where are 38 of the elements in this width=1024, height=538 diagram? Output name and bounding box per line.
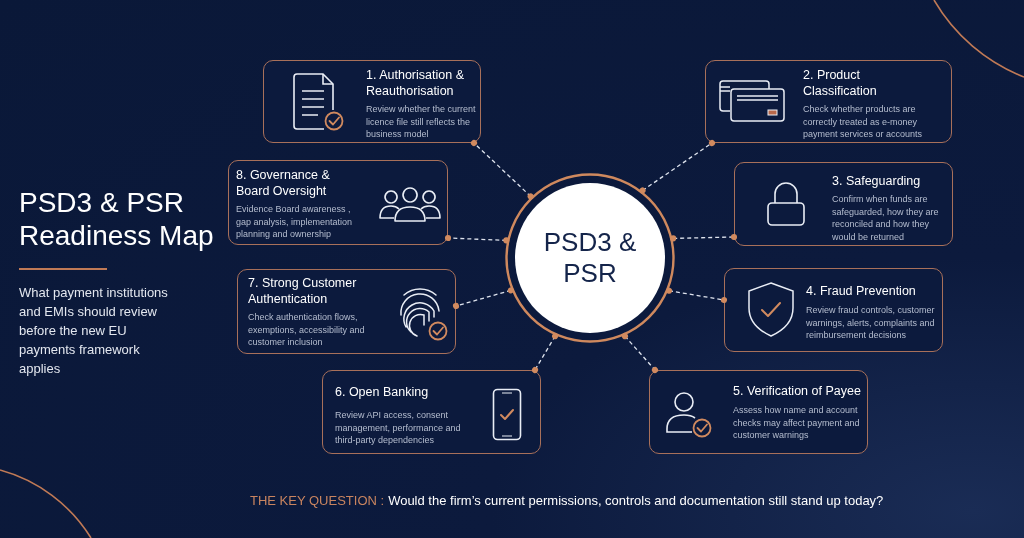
connector xyxy=(639,139,716,194)
topic-card xyxy=(649,370,868,454)
card-heading: 6. Open Banking xyxy=(335,384,430,400)
key-question-text: Would the firm’s current permissions, controls and documentation still stand up today? xyxy=(388,492,884,510)
topic-card xyxy=(322,370,541,454)
connector xyxy=(621,333,659,374)
hub-circle xyxy=(505,173,675,343)
topic-card xyxy=(237,269,456,354)
connector xyxy=(670,233,738,242)
key-question-label: THE KEY QUESTION : xyxy=(250,492,385,510)
card-description: Review fraud controls, customer warnings, alerts, complaints and reimbursement decisions xyxy=(806,304,936,342)
title: PSD3 & PSR Readiness Map xyxy=(19,186,215,252)
topic-card xyxy=(734,162,953,246)
card-heading: 4. Fraud Prevention xyxy=(806,283,917,299)
card-heading: 7. Strong Customer Authentication xyxy=(248,275,358,307)
topic-card xyxy=(228,160,448,245)
hub-label: PSD3 & PSR xyxy=(542,227,638,289)
connector xyxy=(452,287,514,310)
card-heading: 2. Product Classification xyxy=(803,67,878,99)
card-heading: 3. Safeguarding xyxy=(832,173,922,189)
card-description: Evidence Board awareness , gap analysis, implementation planning and ownership xyxy=(236,203,354,241)
connector xyxy=(665,287,728,304)
connector xyxy=(470,139,534,200)
card-description: Review whether the current licence file still reflects the business model xyxy=(366,103,477,141)
topic-card xyxy=(724,268,943,352)
card-heading: 8. Governance & Board Oversight xyxy=(236,167,331,199)
topic-card xyxy=(263,60,481,143)
connector xyxy=(531,333,559,374)
card-heading: 5. Verification of Payee xyxy=(733,383,862,399)
card-description: Confirm when funds are safeguarded, how they are reconciled and how they would be returned xyxy=(832,193,940,243)
topic-card xyxy=(705,60,952,143)
card-description: Check whether products are correctly treated as e-money payment services or accounts xyxy=(803,103,924,141)
card-heading: 1. Authorisation & Reauthorisation xyxy=(366,67,465,99)
connector xyxy=(444,234,510,244)
subtitle: What payment institutions and EMIs should review before the new EU payments framework applies xyxy=(19,284,169,378)
card-description: Review API access, consent management, performance and third-party dependencies xyxy=(335,409,462,447)
card-description: Check authentication flows, exemptions, accessibility and customer inclusion xyxy=(248,311,366,349)
card-description: Assess how name and account checks may affect payment and customer warnings xyxy=(733,404,861,442)
